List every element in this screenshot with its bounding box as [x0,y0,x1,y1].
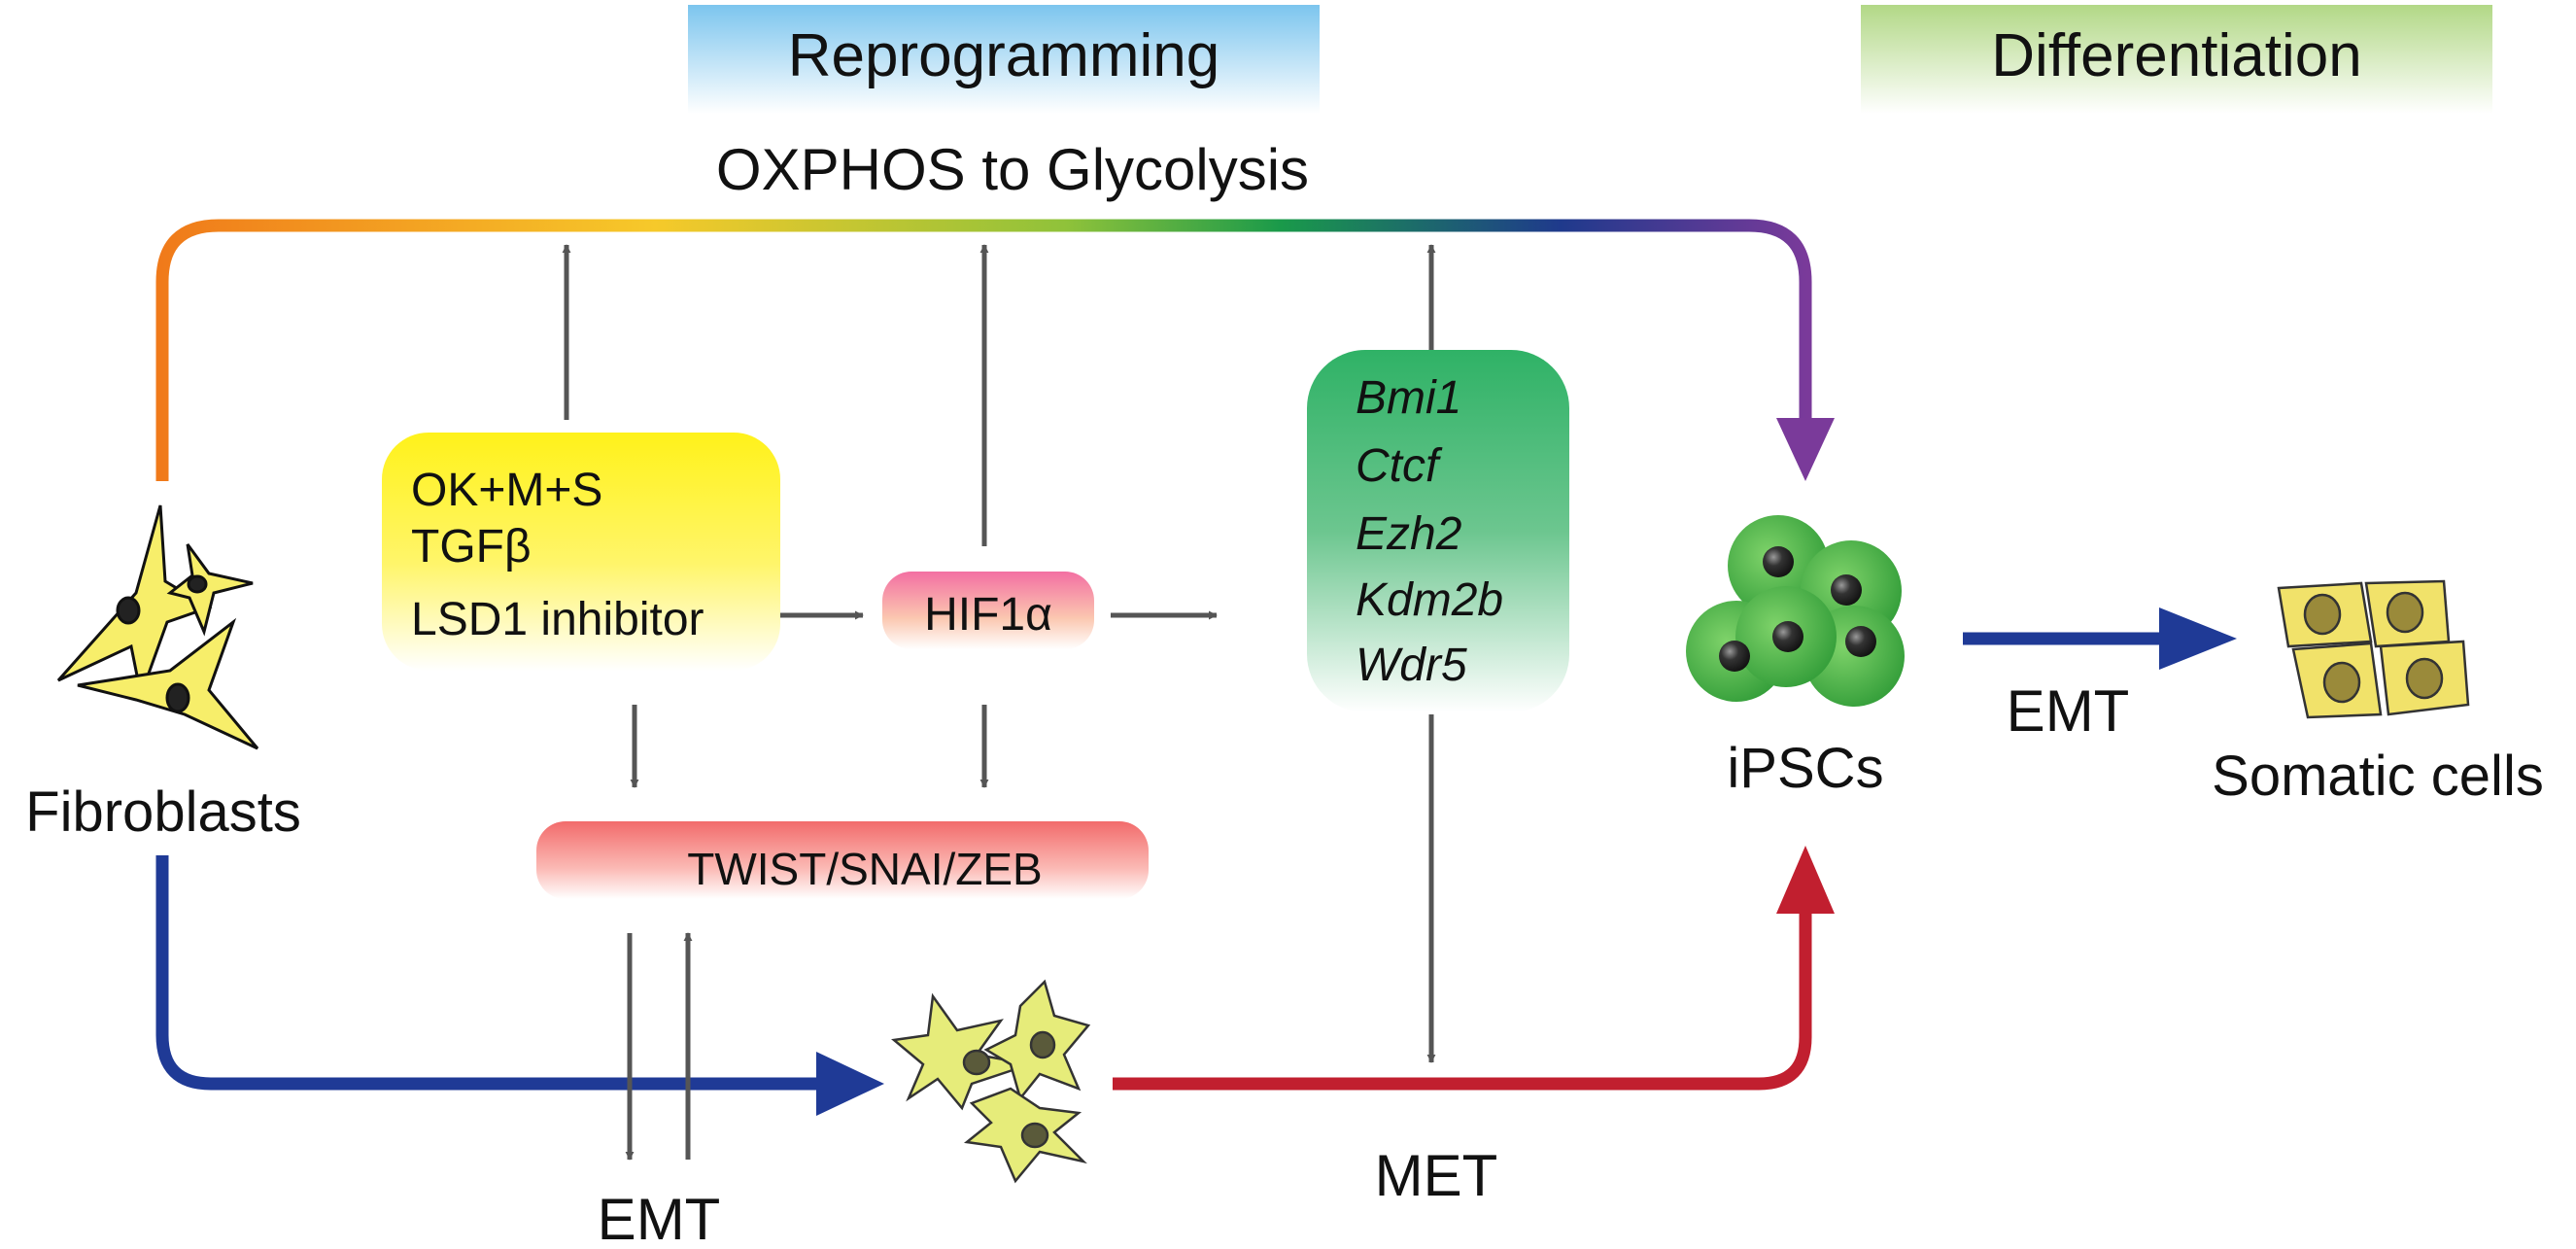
oxphos-glycolysis-path [155,219,1812,481]
fibroblast-cells [56,504,259,750]
intermediate-cells [891,979,1091,1184]
met-path-arrowhead [1776,846,1835,914]
reprogramming-factors-box [382,433,780,671]
hif1a-box [882,572,1094,649]
fibroblasts-label: Fibroblasts [25,781,301,844]
oxphos-to-glycolysis-label: OXPHOS to Glycolysis [716,137,1309,202]
gene-bmi1: Bmi1 [1356,372,1461,424]
emt-bottom-label: EMT [598,1187,721,1249]
factors-line-2: TGFβ [411,521,532,572]
met-path [1113,909,1812,1091]
differentiation-banner-label: Differentiation [1991,22,2361,89]
emt-transcription-factors-box [536,821,1149,899]
emt-path-arrowhead [816,1052,884,1116]
ipsc-colony [1686,515,1905,707]
factors-line-1: OK+M+S [411,465,602,516]
emt-path [155,855,831,1091]
met-label: MET [1375,1143,1498,1208]
differentiation-banner [1861,5,2492,114]
differentiation-emt-arrowhead [2159,607,2237,670]
emt-right-label: EMT [2007,678,2130,744]
oxphos-glycolysis-arrowhead [1776,418,1835,481]
epigenetic-genes-box [1307,350,1569,712]
reprogramming-banner-label: Reprogramming [788,22,1220,89]
tf-label: TWIST/SNAI/ZEB [687,844,1042,894]
somatic-cells-label: Somatic cells [2212,745,2544,808]
gene-ezh2: Ezh2 [1356,508,1461,560]
factors-line-3: LSD1 inhibitor [411,594,704,645]
hif1a-label: HIF1α [924,589,1052,641]
gene-kdm2b: Kdm2b [1356,574,1503,626]
gene-ctcf: Ctcf [1356,440,1443,492]
reprogramming-banner [688,5,1320,114]
gene-wdr5: Wdr5 [1356,640,1467,691]
somatic-cells [2277,579,2470,719]
ipscs-label: iPSCs [1727,737,1883,800]
